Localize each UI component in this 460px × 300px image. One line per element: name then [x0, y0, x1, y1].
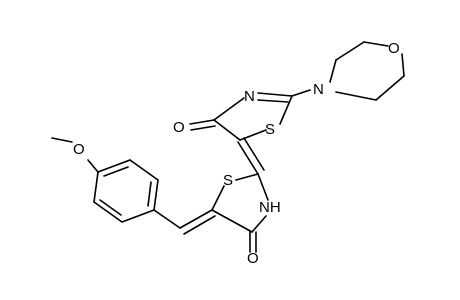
bond-n-c2u-a — [257, 92, 293, 97]
bond-s-c2-lower — [235, 173, 259, 181]
bonds — [51, 41, 405, 253]
bond-morph-5 — [375, 75, 405, 101]
atom-s-thiazole-upper: S — [265, 121, 275, 138]
bond-c5u-c4u — [213, 119, 241, 141]
bond-methyl-o — [51, 137, 73, 143]
atom-o-methoxy: O — [73, 141, 85, 158]
atom-labels: O O N N O S S NH O — [73, 40, 400, 267]
bond-ring-inner-2 — [147, 181, 152, 207]
bond-ring-3 — [153, 179, 159, 211]
bond-s-c5u — [239, 129, 267, 141]
bond-c4u-n — [213, 97, 245, 121]
bond-c2u-nmorph — [291, 89, 311, 97]
bond-central-b — [243, 137, 265, 171]
bond-ch-c5-a — [179, 209, 213, 229]
bond-ring-inner-3 — [99, 199, 122, 216]
bond-morph-1 — [329, 59, 337, 83]
bond-c4-c5 — [211, 209, 253, 233]
bond-c2-nh — [257, 173, 269, 201]
bond-c5-s-lower — [211, 185, 225, 211]
bond-morph-6 — [335, 91, 377, 101]
bond-c2u-s — [279, 95, 293, 125]
bond-o-ring — [87, 159, 99, 173]
bond-ch-c5-b — [183, 215, 216, 235]
bond-ring-4 — [121, 209, 155, 223]
bond-ring-6 — [93, 171, 99, 203]
bond-ring-1 — [97, 159, 131, 173]
bond-c4u-o-b — [190, 125, 216, 131]
bond-ring-5 — [93, 201, 123, 223]
bond-morph-4 — [401, 53, 405, 77]
atom-n-morpholine: N — [313, 81, 324, 98]
bond-ring-inner-1 — [103, 166, 129, 177]
bond-ring-2 — [129, 159, 159, 181]
bond-n-c2u-b — [257, 99, 289, 103]
atom-o-morpholine: O — [388, 40, 400, 57]
bond-nh-c4 — [251, 215, 267, 233]
atom-o-carbonyl-lower: O — [247, 250, 259, 267]
atom-s-thiazolidine-lower: S — [223, 172, 233, 189]
bond-c4u-o-a — [189, 119, 215, 125]
atom-n-thiazole-upper: N — [244, 88, 255, 105]
bond-morph-3 — [363, 41, 389, 47]
atom-o-carbonyl-upper: O — [173, 119, 185, 136]
bond-central-a — [237, 141, 259, 175]
atom-nh-thiazolidine-lower: NH — [259, 199, 281, 216]
bond-ring-ch — [153, 209, 181, 229]
bond-morph-2 — [335, 41, 365, 61]
